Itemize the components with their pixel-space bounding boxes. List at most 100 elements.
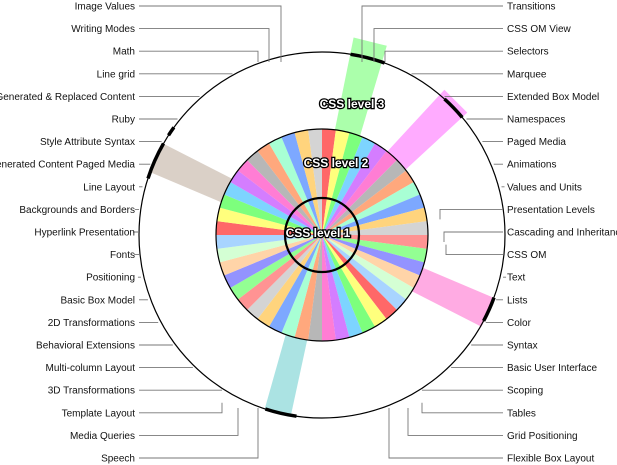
right-module-label: Paged Media (507, 137, 566, 148)
highlight-beam (411, 267, 495, 327)
right-module-label: Flexible Box Layout (507, 454, 594, 465)
left-module-label: Math (113, 47, 135, 58)
leader-lines (133, 5, 507, 459)
right-module-label: Tables (507, 408, 536, 419)
highlight-beam (264, 334, 308, 417)
right-module-label: Selectors (507, 47, 549, 58)
pie-wedge (247, 150, 322, 235)
left-module-label: Hyperlink Presentation (34, 228, 135, 239)
pie-wedge (322, 207, 428, 235)
left-leader-line (139, 50, 259, 62)
ring-mark (264, 407, 297, 418)
right-module-label: Namespaces (507, 115, 565, 126)
right-leader-line (421, 402, 503, 414)
pie-wedge (322, 129, 336, 235)
pie-wedge (281, 132, 322, 235)
pie-wedge (219, 194, 322, 235)
pie-wedge (269, 137, 322, 235)
highlight-beam (387, 89, 468, 170)
pie-wedge (322, 235, 387, 327)
pie-wedge (257, 143, 322, 235)
pie-wedge (230, 170, 322, 235)
left-module-label: Style Attribute Syntax (40, 137, 135, 148)
pie-wedge (322, 150, 397, 235)
right-module-label: CSS OM View (507, 24, 571, 35)
right-module-label: Extended Box Model (507, 92, 599, 103)
pie-wedge (294, 129, 322, 235)
pie-wedge (224, 235, 322, 288)
left-module-label: Ruby (112, 115, 135, 126)
pie-wedge (294, 235, 322, 341)
right-module-label: Grid Positioning (507, 431, 578, 442)
left-module-label: Generated & Replaced Content (0, 92, 135, 103)
pie-wedge (322, 182, 420, 235)
ring-title-level2: CSS level 2 (304, 156, 369, 170)
pie-wedge (308, 129, 322, 235)
pie-wedge (322, 235, 425, 276)
pie-wedge (322, 170, 414, 235)
outer-ring (138, 51, 506, 419)
highlight-beam (149, 143, 233, 203)
right-module-label: Cascading and Inheritance (507, 228, 617, 239)
pie-wedge (322, 235, 420, 288)
pie-wedge (216, 221, 322, 235)
highlight-beam (334, 37, 387, 136)
pie-wedge (237, 160, 322, 235)
right-module-label: Text (507, 273, 526, 284)
left-module-label: 3D Transformations (48, 386, 135, 397)
right-leader-line (445, 244, 503, 256)
right-leader-line (443, 231, 503, 242)
left-module-label: Image Values (75, 2, 135, 13)
pie-wedge (216, 207, 322, 235)
left-leader-line (139, 408, 239, 436)
right-leader-line (384, 50, 503, 62)
right-module-label: Basic User Interface (507, 363, 597, 374)
right-leader-line (439, 208, 503, 220)
left-leader-line (139, 408, 259, 459)
left-module-label: Speech (101, 454, 135, 465)
left-module-label: Basic Box Model (61, 295, 135, 306)
ring-mark (167, 126, 176, 137)
right-module-label: Marquee (507, 69, 547, 80)
inner-ring (283, 196, 361, 274)
left-leader-line (139, 28, 270, 62)
ring-title-level3: CSS level 3 (320, 97, 385, 111)
pie-wedge (308, 235, 322, 341)
pie-wedge (322, 235, 336, 341)
pie-wedge (322, 221, 428, 235)
css-level2-wedges (216, 129, 428, 341)
left-leader-line (139, 5, 282, 62)
pie-wedge (322, 143, 387, 235)
ring-mark (146, 142, 166, 179)
left-module-label: Writing Modes (71, 24, 135, 35)
right-module-label: Scoping (507, 386, 543, 397)
pie-wedge (322, 132, 363, 235)
pie-wedge (322, 235, 375, 333)
right-module-label: Presentation Levels (507, 205, 595, 216)
left-module-label: Fonts (110, 250, 135, 261)
pie-wedge (247, 235, 322, 320)
pie-wedge (322, 235, 397, 320)
left-module-label: Line Layout (83, 182, 135, 193)
left-module-label: Behavioral Extensions (36, 341, 135, 352)
right-leader-line (373, 28, 503, 62)
pie-wedge (322, 160, 407, 235)
left-module-label: Line grid (97, 69, 135, 80)
left-module-label: 2D Transformations (48, 318, 135, 329)
right-module-label: Lists (507, 295, 528, 306)
pie-wedge (322, 129, 350, 235)
pie-wedge (216, 235, 322, 263)
left-module-label: Generated Content Paged Media (0, 160, 135, 171)
pie-wedge (219, 235, 322, 276)
right-leader-line (407, 408, 503, 436)
right-leader-line (388, 408, 503, 459)
ring-mark (482, 296, 496, 322)
ring-title-level1: CSS level 1 (286, 226, 351, 240)
pie-wedge (224, 182, 322, 235)
right-module-label: Animations (507, 160, 556, 171)
pie-wedge (230, 235, 322, 300)
pie-wedge (269, 235, 322, 333)
pie-wedge (322, 194, 425, 235)
